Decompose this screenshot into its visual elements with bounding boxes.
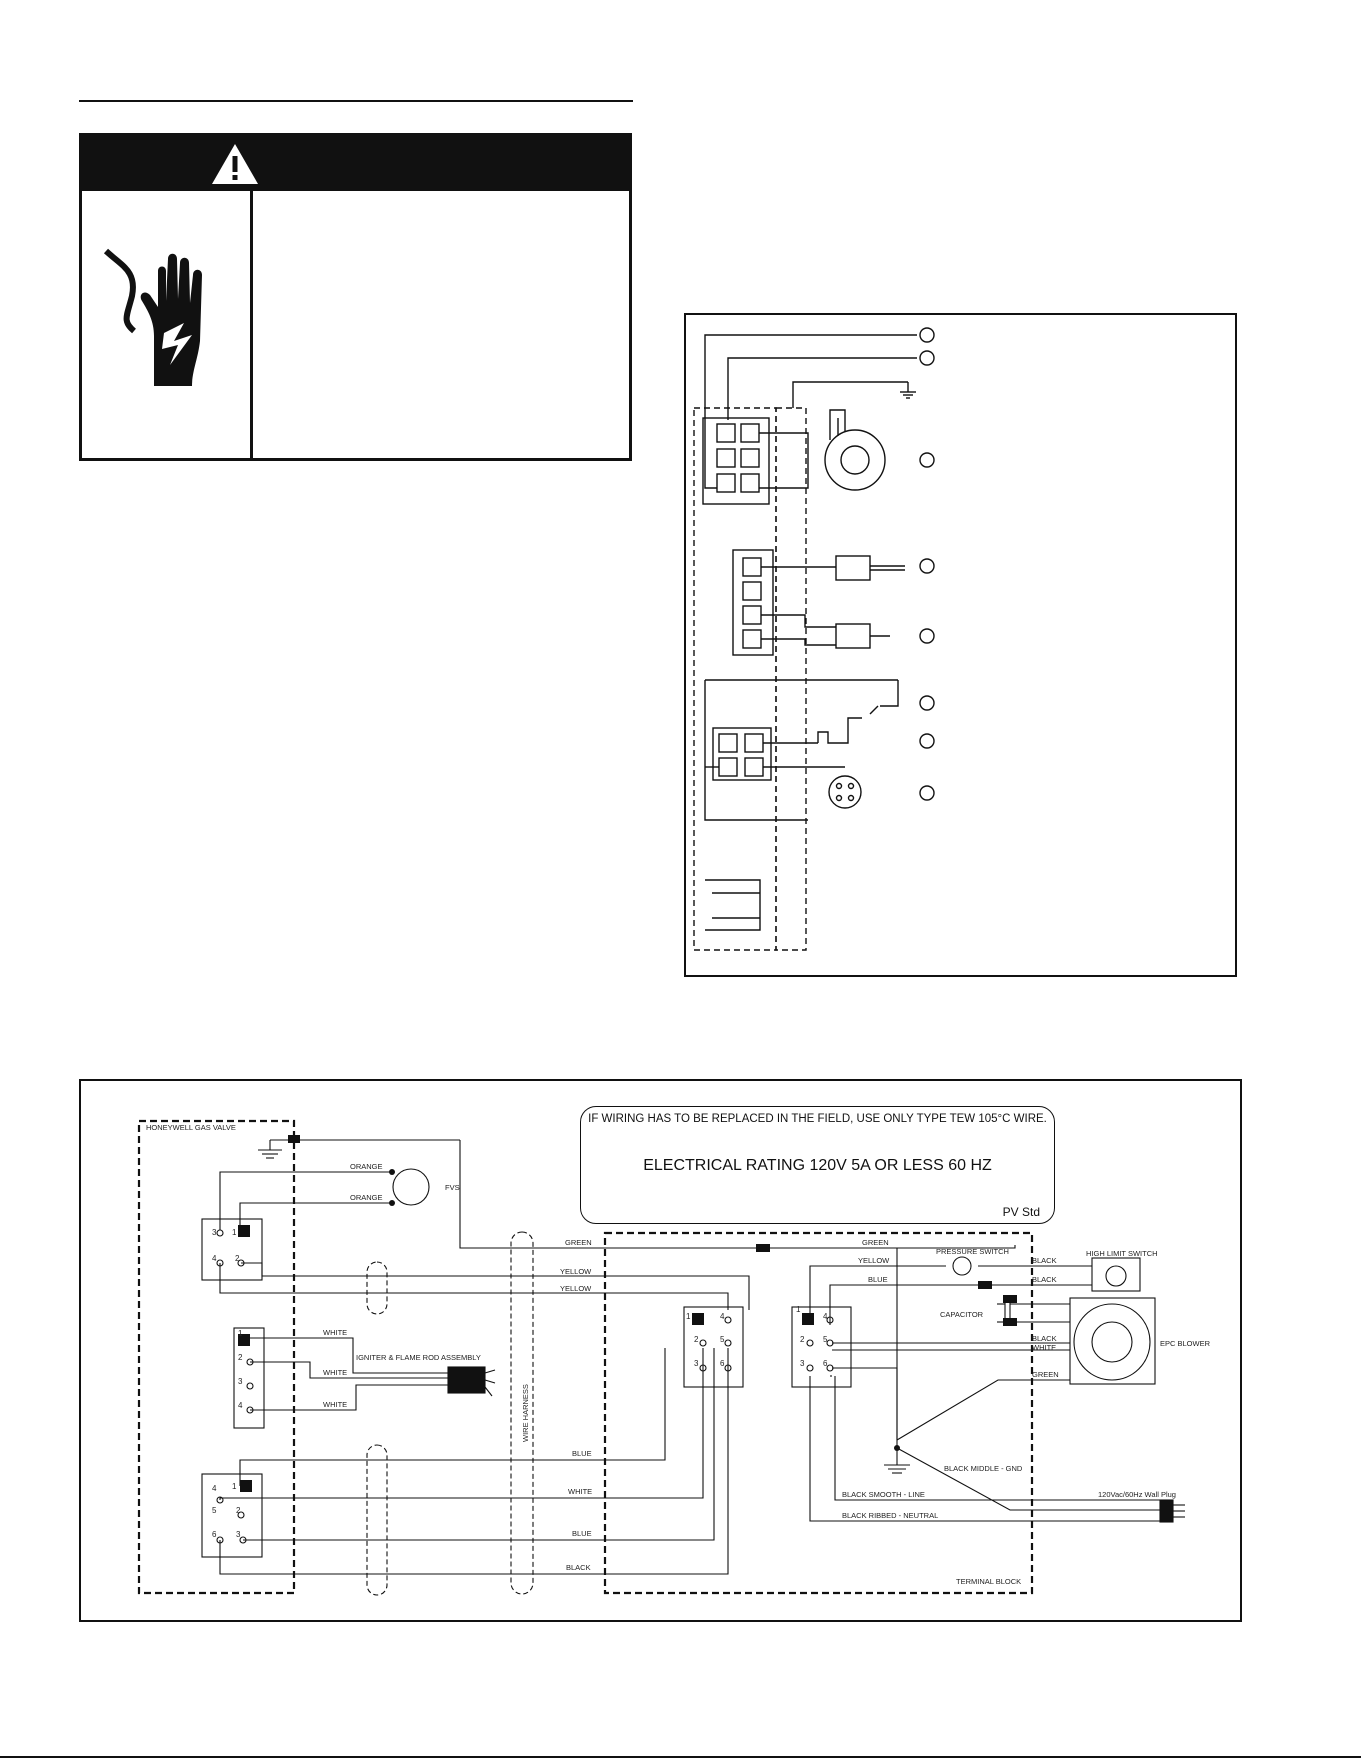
warning-box	[79, 133, 632, 461]
wiring-note-box: IF WIRING HAS TO BE REPLACED IN THE FIEL…	[580, 1106, 1055, 1224]
wiring-note: IF WIRING HAS TO BE REPLACED IN THE FIEL…	[588, 1113, 1047, 1125]
warning-header	[82, 136, 629, 191]
warning-divider	[250, 191, 253, 458]
wiring-schematic	[79, 1079, 1242, 1622]
connector-diagram	[684, 313, 1237, 977]
warning-triangle-icon	[212, 144, 258, 184]
electric-shock-hand-icon	[103, 248, 202, 386]
top-rule	[79, 100, 633, 102]
electrical-rating: ELECTRICAL RATING 120V 5A OR LESS 60 HZ	[643, 1157, 992, 1174]
model-label: PV Std	[1002, 1205, 1040, 1219]
bottom-rule	[0, 1756, 1361, 1758]
